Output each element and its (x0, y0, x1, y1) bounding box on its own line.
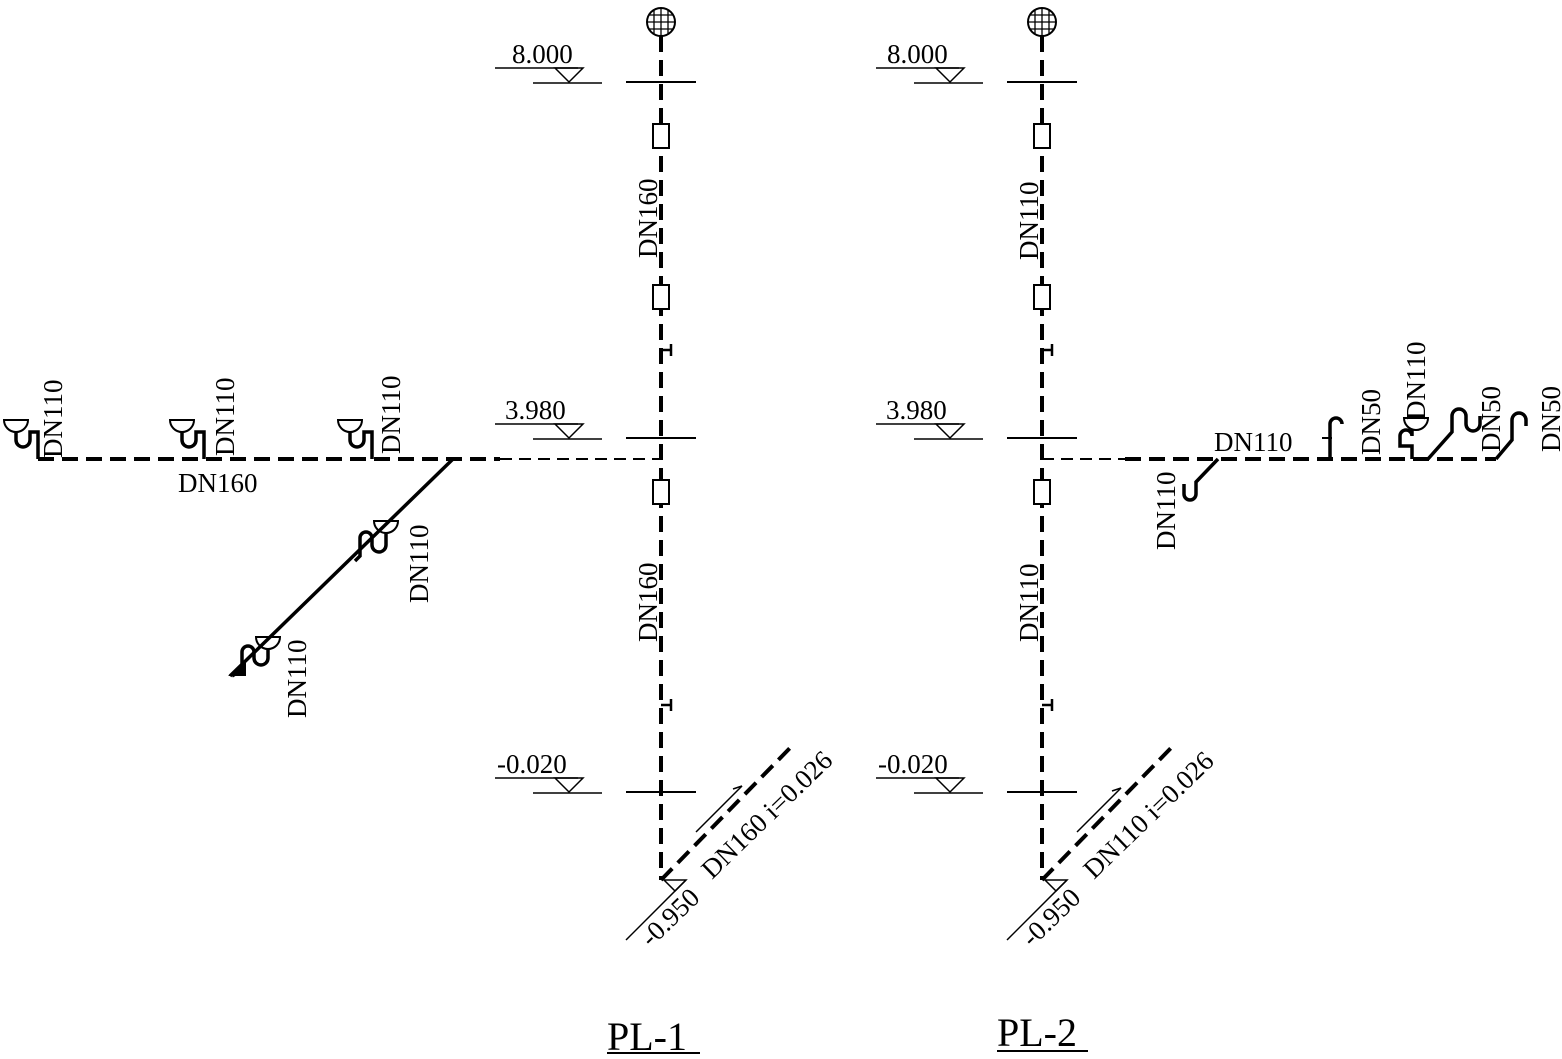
elevation-mid-label: 3.980 (886, 395, 947, 425)
branch-size-label: DN160 (178, 468, 258, 498)
check-tee-icon (1042, 699, 1054, 711)
cleanout-icon (1033, 284, 1051, 310)
fixture-size-label: DN110 (376, 376, 406, 455)
cleanout-icon (652, 123, 670, 149)
floor-drain-fixture (228, 636, 282, 678)
elevation-top-label: 8.000 (887, 39, 948, 69)
elevation-mark-mid: 3.980 (495, 395, 602, 440)
riser-lower-size-label: DN110 (1014, 564, 1044, 643)
elevation-mark-ground: -0.020 (876, 749, 983, 794)
diagonal-branch-pipe (228, 457, 455, 678)
elevation-mark-top: 8.000 (495, 39, 602, 84)
check-tee-icon (661, 699, 673, 711)
cleanout-icon (1033, 479, 1051, 505)
fixture-size-label: DN110 (282, 640, 312, 719)
elevation-ground-label: -0.020 (878, 749, 948, 779)
vent-cap-icon (646, 7, 676, 37)
cleanout-icon (652, 479, 670, 505)
elevation-bottom-label: -0.950 (1015, 882, 1086, 952)
branch-size-label: DN110 (1214, 427, 1293, 457)
outlet-label: DN160 i=0.026 (695, 745, 838, 884)
diagram-pl-1: 8.000 3.980 -0.020 DN160 DN160 DN160 DN1… (2, 7, 838, 1059)
elevation-top-label: 8.000 (512, 39, 573, 69)
riser-lower-size-label: DN160 (633, 563, 663, 643)
check-tee-icon (1042, 344, 1054, 356)
riser-upper-size-label: DN110 (1014, 182, 1044, 261)
fixture-size-label: DN50 (1536, 386, 1562, 452)
fixture-size-label: DN110 (404, 525, 434, 604)
elevation-mark-ground: -0.020 (495, 749, 602, 794)
diagram-title-pl-2: PL-2 (997, 1010, 1077, 1055)
fixture-size-label: DN110 (210, 378, 240, 457)
outlet-label: DN110 i=0.026 (1077, 746, 1219, 885)
fixture-size-label: DN50 (1476, 386, 1506, 452)
elevation-mark-mid: 3.980 (876, 395, 983, 440)
elevation-ground-label: -0.020 (497, 749, 567, 779)
cleanout-icon (1033, 123, 1051, 149)
trap-fixture (1494, 411, 1528, 461)
elevation-bottom-label: -0.950 (634, 882, 705, 952)
fixture-size-label: DN110 (1401, 342, 1431, 421)
fixture-size-label: DN50 (1356, 389, 1386, 455)
floor-drain-fixture (168, 419, 206, 459)
outlet-pipe (1040, 746, 1173, 882)
vent-cap-icon (1027, 7, 1057, 37)
riser-upper-size-label: DN160 (633, 179, 663, 259)
floor-drain-fixture (353, 520, 400, 563)
trap-fixture (1426, 407, 1482, 461)
floor-drain-fixture (1182, 457, 1220, 502)
elevation-mid-label: 3.980 (505, 395, 566, 425)
diagram-title-pl-1: PL-1 (607, 1014, 687, 1059)
trap-fixture (1322, 416, 1344, 459)
floor-drain-fixture (1398, 417, 1430, 459)
outlet-pipe (659, 746, 792, 882)
floor-drain-fixture (2, 419, 40, 459)
slope-arrow (695, 785, 743, 833)
fixture-size-label: DN110 (1151, 472, 1181, 551)
slope-arrow (1076, 787, 1122, 833)
fixture-size-label: DN110 (38, 380, 68, 459)
elevation-mark-bottom: -0.950 (1006, 879, 1086, 952)
cleanout-icon (652, 284, 670, 310)
diagram-pl-2: 8.000 3.980 -0.020 DN110 DN110 DN110 DN1… (876, 7, 1562, 1055)
elevation-mark-bottom: -0.950 (625, 879, 705, 952)
check-tee-icon (661, 344, 673, 356)
elevation-mark-top: 8.000 (876, 39, 983, 84)
floor-drain-fixture (336, 419, 374, 459)
